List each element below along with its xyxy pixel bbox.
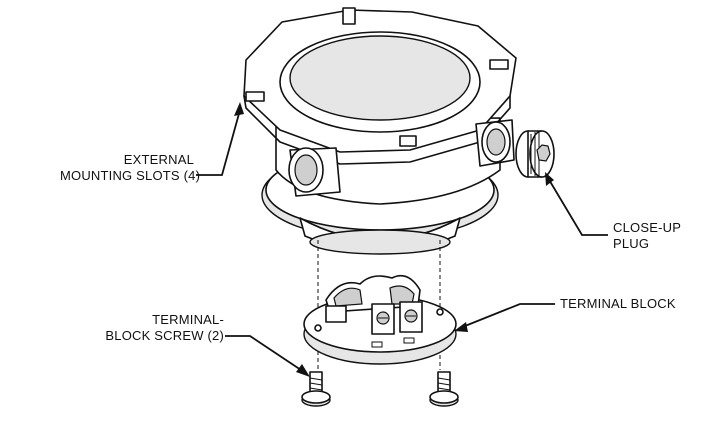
label-external-line2: MOUNTING SLOTS (4): [60, 168, 201, 183]
conduit-boss-left: [288, 147, 341, 197]
leader-close-up-plug: [547, 177, 608, 236]
housing-cover-inner: [289, 35, 471, 121]
label-screw-line2: BLOCK SCREW (2): [105, 328, 224, 343]
arrow-terminal-block-screw: [296, 364, 310, 377]
leader-terminal-block-screw: [225, 335, 305, 373]
mounting-slot-left: [245, 91, 265, 102]
mounting-slot-right: [489, 59, 509, 70]
housing-bottom-ring: [309, 229, 451, 255]
terminal-block-icon: [303, 274, 457, 365]
label-plug-line2: PLUG: [613, 236, 650, 251]
label-terminal-block: TERMINAL BLOCK: [560, 296, 700, 312]
terminal-tab: [325, 305, 347, 323]
label-screw-line1: TERMINAL-: [152, 312, 224, 327]
housing-icon: [243, 7, 517, 255]
terminal-block-hole-right: [436, 308, 444, 316]
label-close-up-plug: CLOSE-UP PLUG: [613, 220, 703, 252]
terminal-block-hole-left: [314, 324, 322, 332]
label-external-mounting-slots: EXTERNAL MOUNTING SLOTS (4): [60, 152, 201, 184]
plug-icon: [515, 130, 555, 178]
label-terminal-block-text: TERMINAL BLOCK: [560, 296, 676, 311]
conduit-boss-right: [475, 119, 515, 167]
leader-terminal-block: [459, 303, 555, 329]
arrow-terminal-block: [454, 322, 468, 332]
screw-icon-left: [301, 371, 331, 407]
housing-plate-edge: [243, 95, 511, 165]
label-terminal-block-screw: TERMINAL- BLOCK SCREW (2): [74, 312, 224, 344]
label-external-line1: EXTERNAL: [123, 152, 194, 167]
mounting-slot-top: [342, 7, 356, 25]
arrow-close-up-plug: [545, 172, 554, 186]
screw-icon-right: [429, 371, 459, 407]
label-plug-line1: CLOSE-UP: [613, 220, 682, 235]
leader-external-mounting-slots: [196, 109, 241, 176]
arrow-external-mounting-slots: [234, 102, 244, 116]
mounting-slot-bottom: [399, 135, 417, 147]
